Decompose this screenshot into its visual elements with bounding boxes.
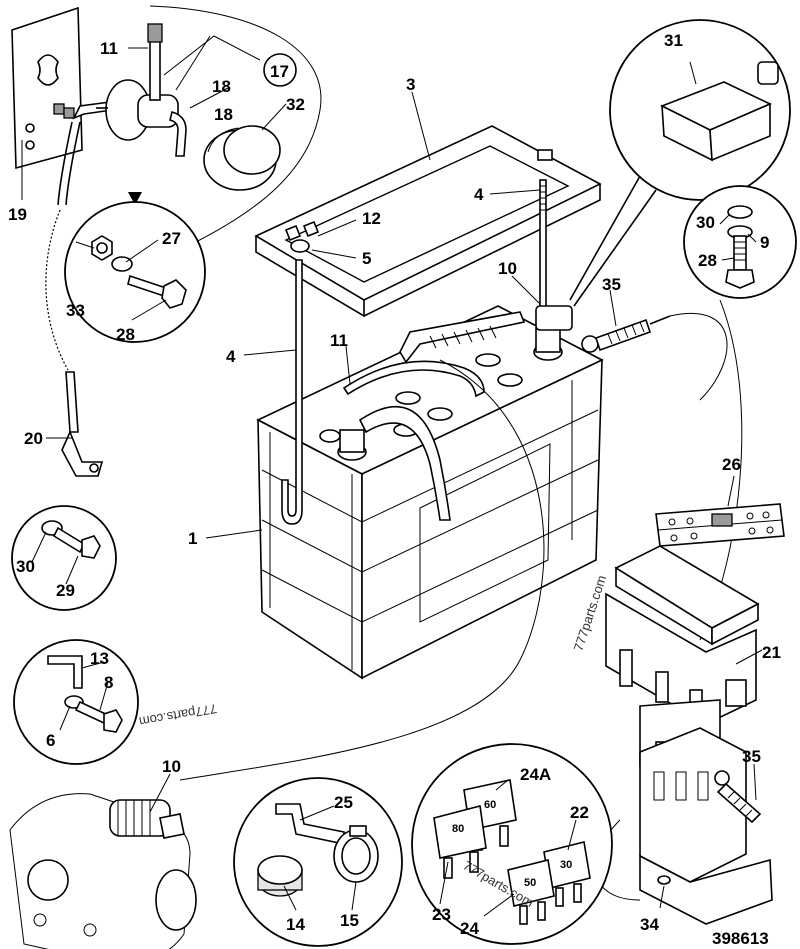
label-14: 14	[286, 915, 305, 934]
label-15: 15	[340, 911, 359, 930]
fuse-50-value: 50	[524, 877, 536, 889]
label-21: 21	[762, 643, 781, 662]
fuse-60-value: 60	[484, 799, 496, 811]
label-34: 34	[640, 915, 659, 934]
clamp-rod-4-right	[539, 179, 547, 321]
detail-circle-bracket-13	[13, 639, 139, 765]
detail-circle-terminal-cover	[569, 19, 791, 307]
watermark-2: 777parts.com	[571, 573, 610, 653]
label-17: 17	[270, 62, 289, 81]
connection-line	[669, 313, 728, 401]
label-11b: 11	[330, 331, 348, 350]
fuse-50: 50	[507, 859, 555, 925]
label-18a: 18	[212, 77, 231, 96]
detail-circle-bolt-29	[11, 505, 117, 611]
fuse-30-value: 30	[560, 859, 572, 871]
fuse-80-value: 80	[452, 823, 464, 835]
label-24a: 24A	[520, 765, 551, 784]
battery-1	[256, 305, 604, 680]
earth-strap-35-bottom	[714, 770, 762, 824]
detail-circle-clip-grommet	[233, 777, 403, 947]
label-29: 29	[56, 581, 75, 600]
label-27: 27	[162, 229, 181, 248]
leader-lines	[21, 47, 763, 917]
watermark-1: 777parts.com	[138, 701, 218, 729]
detail-circle-bolt-washers	[683, 185, 797, 299]
battery-clamp-frame-3	[254, 125, 602, 318]
isolator-key-32	[203, 125, 281, 191]
label-35a: 35	[602, 275, 621, 294]
label-33: 33	[66, 301, 85, 320]
drawing-number: 398613	[712, 929, 769, 948]
earth-cable	[45, 101, 113, 477]
earth-strap-35-top	[581, 315, 671, 353]
label-10b: 10	[162, 757, 181, 776]
label-3: 3	[406, 75, 415, 94]
label-1: 1	[188, 529, 197, 548]
label-13: 13	[90, 649, 109, 668]
label-6: 6	[46, 731, 55, 750]
detail-circle-bolt-nut	[64, 192, 206, 343]
label-10a: 10	[498, 259, 517, 278]
cable-route-line	[179, 359, 545, 781]
label-12: 12	[362, 209, 381, 228]
label-23: 23	[432, 905, 451, 924]
part-labels: 11 17 18 18 32 19 27 33 28 3 4 12 5 10 3…	[8, 31, 781, 938]
label-32: 32	[286, 95, 305, 114]
label-26: 26	[722, 455, 741, 474]
label-35b: 35	[742, 747, 761, 766]
label-20: 20	[24, 429, 43, 448]
label-30a: 30	[696, 213, 715, 232]
label-5: 5	[362, 249, 371, 268]
positive-cable-10	[358, 305, 573, 521]
label-4a: 4	[474, 185, 484, 204]
label-30b: 30	[16, 557, 35, 576]
fuse-30: 30	[543, 841, 591, 907]
mounting-bracket-19	[11, 6, 83, 170]
label-18b: 18	[214, 105, 233, 124]
battery-isolator-switch	[96, 23, 187, 157]
battery-strap-11	[342, 360, 485, 398]
label-31: 31	[664, 31, 683, 50]
label-28b: 28	[698, 251, 717, 270]
label-11a: 11	[100, 39, 118, 58]
label-19: 19	[8, 205, 27, 224]
fuse-box-21	[605, 545, 760, 767]
leader-17	[163, 35, 261, 76]
label-8: 8	[104, 673, 113, 692]
label-28a: 28	[116, 325, 135, 344]
fuse-80: 80	[433, 804, 487, 879]
detail-circle-fuses: 60 80 30 50	[411, 743, 613, 945]
group-outline	[149, 5, 322, 246]
label-17-circle	[263, 53, 297, 87]
label-22: 22	[570, 803, 589, 822]
leader-17b	[175, 35, 211, 91]
label-9: 9	[760, 233, 769, 252]
starter-motor	[9, 793, 197, 949]
label-25: 25	[334, 793, 353, 812]
clamp-rod-4-left	[281, 259, 303, 525]
label-4b: 4	[226, 347, 236, 366]
fuse-label-sticker-26	[655, 503, 785, 547]
fuse-box-bracket-34	[639, 727, 773, 925]
label-24: 24	[460, 919, 479, 938]
